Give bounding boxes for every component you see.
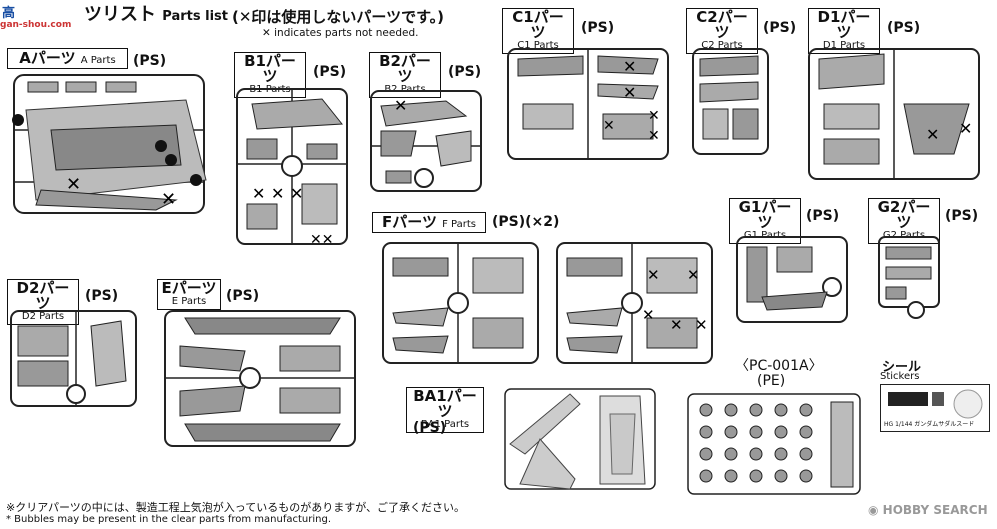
runner-f-type: (PS)(×2)	[492, 214, 560, 230]
runner-pc-diagram	[687, 393, 861, 495]
runner-ba1-diagram	[504, 388, 656, 490]
hobby-search-watermark: ◉ HOBBY SEARCH	[868, 503, 988, 517]
watermark-site: gan-shou.com	[0, 20, 72, 30]
runner-c2-diagram	[692, 48, 769, 155]
runner-f-label: Fパーツ F Parts	[372, 212, 486, 233]
runner-d2-type: (PS)	[85, 288, 119, 304]
runner-b1-type: (PS)	[313, 64, 347, 80]
brand-icon: ◉	[868, 503, 883, 517]
svg-text:✕: ✕	[394, 96, 407, 115]
runner-c1-type: (PS)	[581, 20, 615, 36]
runner-a-diagram: ✕ ✕	[12, 74, 207, 214]
runner-a-type: (PS)	[133, 53, 167, 69]
runner-d2-diagram	[10, 310, 137, 407]
runner-e-type: (PS)	[226, 288, 260, 304]
stickers-label-en: Stickers	[880, 371, 920, 382]
unused-parts-note-en: ✕ indicates parts not needed.	[262, 27, 419, 39]
svg-text:✕: ✕	[647, 266, 660, 284]
svg-text:✕: ✕	[670, 316, 683, 334]
runner-b2-diagram: ✕	[370, 90, 482, 192]
runner-e-diagram	[164, 310, 356, 447]
svg-text:✕: ✕	[648, 108, 660, 124]
svg-text:✕✕: ✕✕	[310, 232, 333, 248]
sticker-caption: HG 1/144 ガンダムサダルスード	[884, 421, 975, 428]
runner-d1-diagram: ✕ ✕	[808, 48, 980, 180]
svg-text:✕: ✕	[687, 266, 700, 284]
runner-f1-diagram	[382, 242, 539, 364]
brand-logo: 高	[2, 6, 16, 21]
runner-c2-type: (PS)	[763, 20, 797, 36]
runner-ba1-type: (PS)	[413, 420, 447, 436]
sticker-sheet	[880, 384, 990, 432]
runner-b2-type: (PS)	[448, 64, 482, 80]
svg-text:✕: ✕	[603, 118, 615, 134]
svg-text:✕: ✕	[623, 83, 636, 102]
svg-text:✕: ✕	[926, 125, 939, 144]
runner-a-label: Aパーツ A Parts	[7, 48, 128, 69]
svg-text:✕: ✕	[161, 189, 176, 210]
svg-text:✕: ✕	[642, 306, 655, 324]
runner-c1-diagram: ✕ ✕ ✕ ✕ ✕	[507, 48, 669, 160]
svg-text:✕: ✕	[66, 174, 81, 195]
stickers-label-jp: シール	[882, 360, 922, 375]
runner-pc-type: (PE)	[757, 373, 786, 389]
svg-text:✕: ✕	[695, 316, 708, 334]
svg-text:✕: ✕	[623, 57, 636, 76]
runner-f2-diagram: ✕ ✕ ✕ ✕ ✕	[556, 242, 713, 364]
runner-pc-label: 〈PC-001A〉	[735, 358, 823, 374]
runner-g1-type: (PS)	[806, 208, 840, 224]
svg-text:✕: ✕	[648, 128, 660, 144]
footer-note-en: * Bubbles may be present in the clear pa…	[6, 514, 332, 525]
unused-parts-note-jp: (✕印は使用しないパーツです。)	[232, 8, 444, 26]
runner-g1-diagram	[736, 236, 848, 323]
runner-g2-type: (PS)	[945, 208, 979, 224]
svg-text:✕: ✕	[959, 119, 972, 138]
runner-d1-type: (PS)	[887, 20, 921, 36]
svg-text:✕ ✕ ✕: ✕ ✕ ✕	[252, 184, 303, 203]
runner-g2-diagram	[878, 236, 940, 319]
footer-note-jp: ※クリアパーツの中には、製造工程上気泡が入っているものがありますが、ご了承くださ…	[6, 501, 466, 514]
page-title: ツリスト Parts list	[84, 4, 228, 25]
runner-b1-diagram: ✕ ✕ ✕ ✕✕	[236, 88, 348, 248]
